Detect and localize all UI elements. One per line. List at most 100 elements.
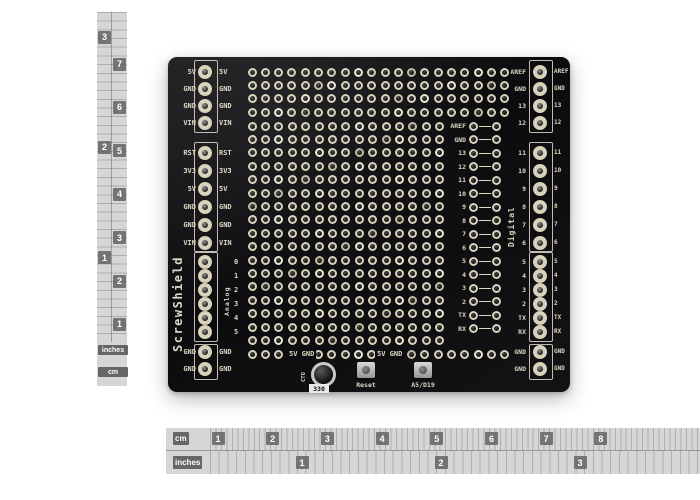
pad-hole: [367, 107, 377, 117]
trace-line: [479, 287, 491, 289]
pad-hole: [435, 255, 445, 265]
pad-hole: [327, 322, 337, 332]
pad-hole: [421, 282, 431, 292]
pad-hole: [341, 282, 351, 292]
pad-hole: [287, 201, 297, 211]
pad-hole: [533, 116, 547, 130]
pad-hole: [314, 295, 324, 305]
pad-hole: [381, 188, 391, 198]
pin-label: 5V: [219, 185, 228, 193]
pad-hole: [327, 175, 337, 185]
pad-hole: [314, 188, 324, 198]
ruler-number: 3: [113, 231, 126, 245]
ruler-number: 1: [98, 251, 111, 265]
pad-hole: [341, 215, 351, 225]
pad-hole: [301, 295, 311, 305]
pad-hole: [394, 215, 404, 225]
pad-hole: [469, 162, 478, 171]
pad-hole: [198, 218, 212, 232]
pad-hole: [435, 148, 445, 158]
pad-hole: [287, 282, 297, 292]
pad-hole: [287, 161, 297, 171]
pin-label: 8: [462, 216, 466, 225]
pad-hole: [533, 182, 547, 196]
pad-hole: [198, 269, 212, 283]
pad-hole: [341, 228, 351, 238]
pad-hole: [274, 175, 284, 185]
pad-hole: [469, 270, 478, 279]
pad-hole: [247, 215, 257, 225]
pad-hole: [421, 255, 431, 265]
pad-hole: [447, 349, 456, 359]
pad-hole: [469, 189, 478, 198]
pad-hole: [314, 255, 324, 265]
pad-hole: [492, 202, 501, 212]
pad-hole: [420, 349, 430, 359]
pad-hole: [354, 268, 364, 278]
terminal-group-box: [529, 252, 553, 342]
pad-hole: [327, 80, 337, 90]
pin-label: TX: [518, 314, 526, 322]
pad-hole: [247, 349, 257, 359]
trace-line: [479, 179, 491, 181]
pad-hole: [421, 134, 431, 144]
pin-label: RST: [219, 149, 232, 157]
pin-label: 7: [522, 221, 526, 229]
pad-hole: [492, 121, 501, 131]
pad-hole: [287, 335, 297, 345]
pad-hole: [340, 67, 350, 77]
ruler-number: 8: [594, 432, 608, 445]
pin-label: GND: [219, 348, 232, 356]
pad-hole: [367, 80, 377, 90]
pad-hole: [421, 215, 431, 225]
pin-label: 10: [554, 167, 562, 174]
header-row: GND: [440, 135, 501, 145]
pad-hole: [492, 243, 501, 252]
pad-hole: [533, 164, 547, 178]
pad-hole: [327, 121, 337, 131]
pad-hole: [341, 322, 351, 332]
pad-hole: [301, 268, 311, 278]
pad-hole: [421, 242, 431, 252]
trace-line: [479, 301, 491, 302]
pad-hole: [421, 322, 431, 332]
pad-hole: [327, 148, 337, 158]
pad-hole: [198, 164, 212, 178]
pad-hole: [435, 268, 445, 278]
pad-hole: [274, 335, 284, 345]
pad-hole: [381, 335, 391, 345]
ruler-number: 5: [113, 144, 126, 158]
trace-line: [479, 260, 491, 262]
pad-hole: [408, 322, 418, 332]
pad-hole: [433, 67, 443, 77]
terminal-group-box: [194, 252, 218, 342]
pin-label: 10: [458, 189, 466, 198]
pin-label: 6: [554, 239, 558, 246]
pad-hole: [408, 282, 418, 292]
pin-label: GND: [183, 221, 196, 229]
pad-hole: [314, 80, 323, 90]
pad-hole: [353, 107, 363, 117]
pad-hole: [287, 295, 297, 305]
pad-hole: [260, 215, 270, 225]
pad-hole: [408, 201, 418, 211]
pad-hole: [394, 134, 404, 144]
pad-hole: [341, 148, 351, 158]
pad-hole: [381, 148, 391, 158]
pad-hole: [341, 255, 351, 265]
pad-hole: [301, 161, 311, 171]
trace-line: [479, 193, 491, 194]
pin-label: 4: [234, 314, 239, 322]
pad-hole: [500, 107, 510, 117]
pad-hole: [435, 295, 445, 305]
pad-hole: [314, 309, 324, 319]
pad-hole: [469, 148, 478, 158]
trace-line: [479, 152, 491, 154]
pad-hole: [287, 215, 297, 225]
pin-label: GND: [183, 102, 196, 110]
pin-label: TX: [554, 314, 562, 321]
pad-hole: [314, 107, 323, 117]
pin-label: 6: [462, 243, 466, 252]
pad-hole: [421, 268, 431, 278]
